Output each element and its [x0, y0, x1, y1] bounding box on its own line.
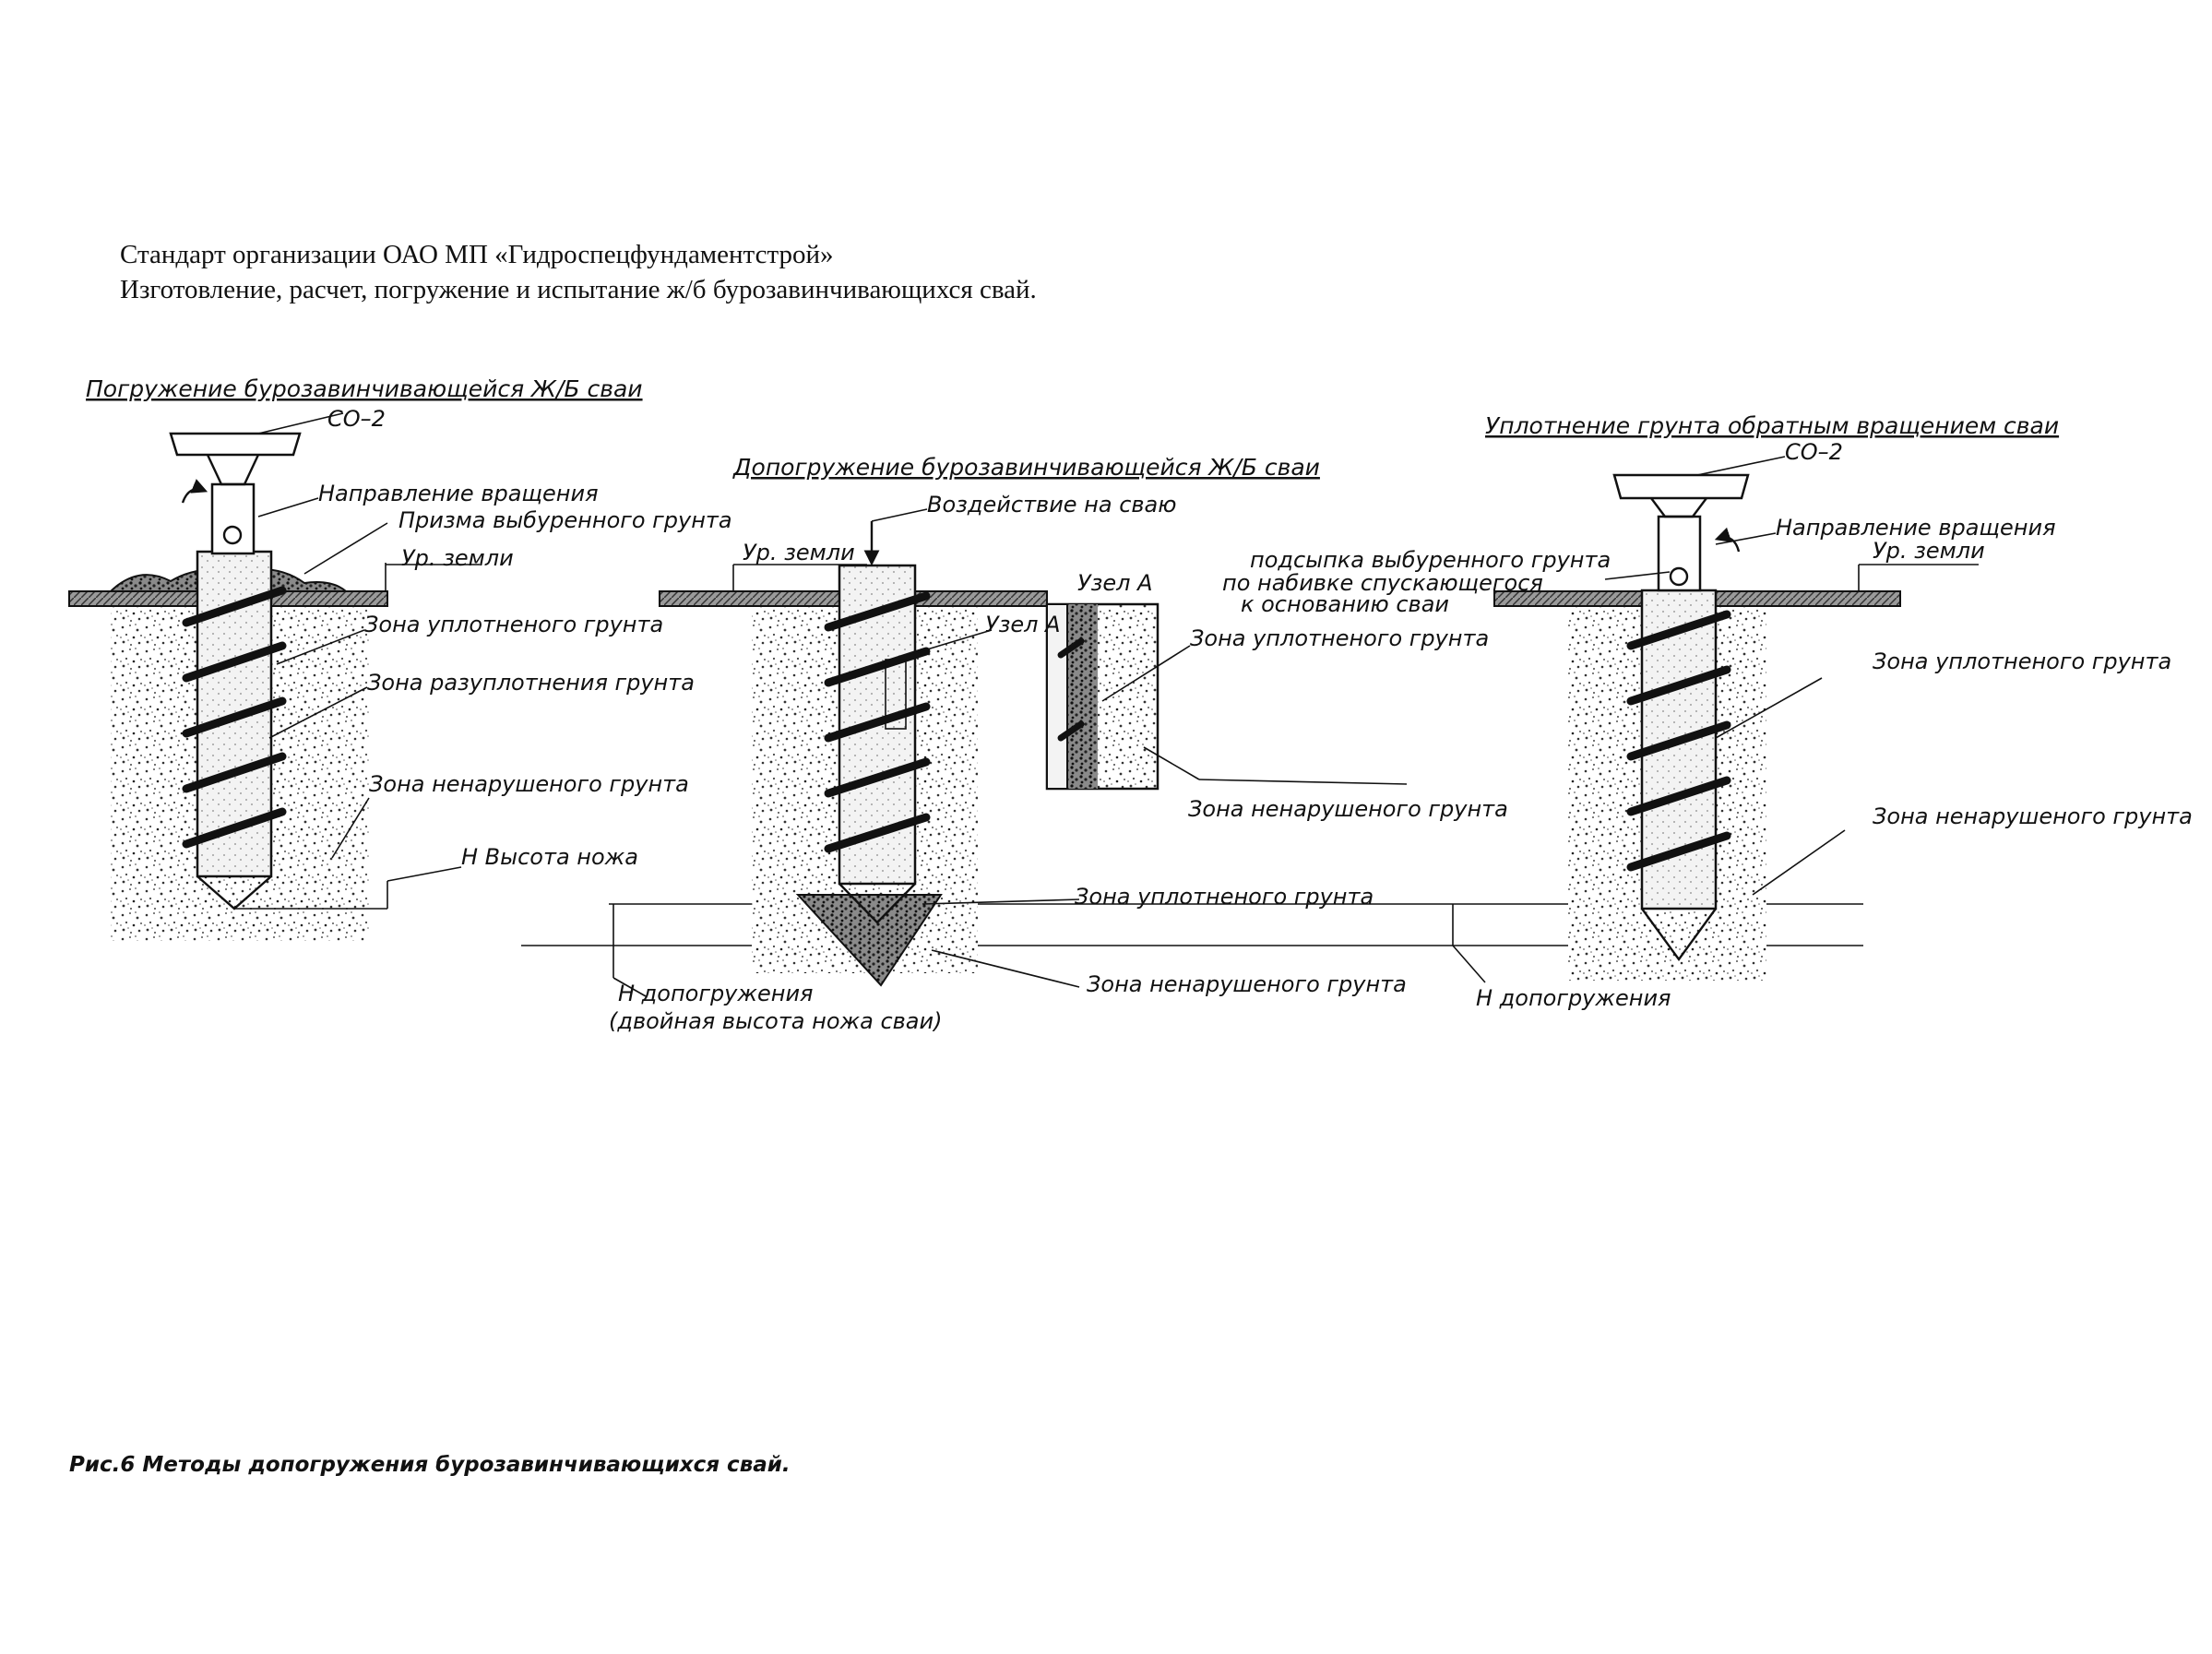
- right-fill-label-1: подсыпка выбуренного грунта: [1250, 547, 1611, 573]
- left-co-label: СО–2: [327, 406, 386, 432]
- left-rig-bolt: [222, 525, 243, 545]
- right-rig-bolt: [1669, 566, 1689, 587]
- left-title: Погружение бурозавинчивающейся Ж/Б сваи: [86, 375, 643, 402]
- node-a-title: Узел А: [1077, 570, 1153, 596]
- right-rotation-label: Направление вращения: [1776, 515, 2056, 541]
- middle-pile-helix: [824, 591, 931, 853]
- middle-figure: Допогружение бурозавинчивающейся Ж/Б сва…: [609, 454, 1508, 1034]
- right-rig-plate: [1612, 473, 1750, 500]
- left-knife-label: Н Высота ножа: [461, 844, 638, 870]
- left-prism-label: Призма выбуренного грунта: [398, 507, 732, 533]
- middle-node-a-frame: [885, 659, 907, 730]
- right-h-label: Н допогружения: [1476, 985, 1671, 1011]
- middle-compacted-bottom-label: Зона уплотненого грунта: [1075, 884, 1374, 910]
- middle-ground-label: Ур. земли: [743, 540, 855, 565]
- right-pile-helix: [1626, 610, 1731, 872]
- right-compacted-label: Зона уплотненого грунта: [1873, 649, 2171, 674]
- left-rig-neck: [206, 454, 260, 486]
- right-co-label: СО–2: [1785, 439, 1843, 465]
- middle-undisturbed-label: Зона ненарушеного грунта: [1188, 796, 1508, 822]
- middle-h-label-1: Н допогружения: [618, 981, 814, 1006]
- left-rotation-label: Направление вращения: [318, 481, 599, 506]
- header-line-2: Изготовление, расчет, погружение и испыт…: [120, 275, 1037, 304]
- middle-impact-label: Воздействие на сваю: [927, 492, 1176, 518]
- middle-compaction-bulb: [795, 894, 943, 987]
- middle-pile-tip: [838, 883, 916, 924]
- left-compacted-label: Зона уплотненого грунта: [364, 612, 663, 637]
- left-figure: Погружение бурозавинчивающейся Ж/Б сваи …: [68, 375, 732, 941]
- figure-caption: Рис.6 Методы допогружения бурозавинчиваю…: [69, 1453, 791, 1477]
- header-line-1: Стандарт организации ОАО МП «Гидроспецфу…: [120, 240, 834, 269]
- middle-h-label-2: (двойная высота ножа сваи): [609, 1008, 942, 1034]
- left-pile-helix: [182, 586, 287, 849]
- middle-compacted-label: Зона уплотненого грунта: [1190, 625, 1489, 651]
- left-undisturbed-label: Зона ненарушеного грунта: [369, 771, 689, 797]
- left-decompaction-label: Зона разуплотнения грунта: [367, 670, 695, 696]
- left-rig-mast: [210, 482, 256, 555]
- right-undisturbed-label: Зона ненарушеного грунта: [1873, 803, 2193, 829]
- right-figure: Уплотнение грунта обратным вращением сва…: [1222, 412, 2193, 1011]
- right-fill-label-3: к основанию сваи: [1241, 591, 1449, 617]
- middle-node-label: Узел А: [985, 612, 1061, 637]
- left-rig-plate: [169, 432, 302, 457]
- right-pile-tip: [1641, 908, 1717, 962]
- right-ground-label: Ур. земли: [1873, 538, 1985, 564]
- middle-undisturbed-bottom-label: Зона ненарушеного грунта: [1087, 971, 1407, 997]
- right-rotation-arrow-icon: [1714, 527, 1741, 553]
- right-rig-neck: [1650, 497, 1707, 518]
- node-a-helix: [1057, 637, 1085, 742]
- right-title: Уплотнение грунта обратным вращением сва…: [1485, 412, 2059, 439]
- right-fill-label-2: по набивке спускающегося: [1222, 570, 1543, 596]
- left-ground-label: Ур. земли: [401, 545, 514, 571]
- middle-title: Допогружение бурозавинчивающейся Ж/Б сва…: [732, 454, 1320, 481]
- left-rotation-arrow-icon: [181, 479, 208, 504]
- right-rig-mast: [1657, 515, 1702, 592]
